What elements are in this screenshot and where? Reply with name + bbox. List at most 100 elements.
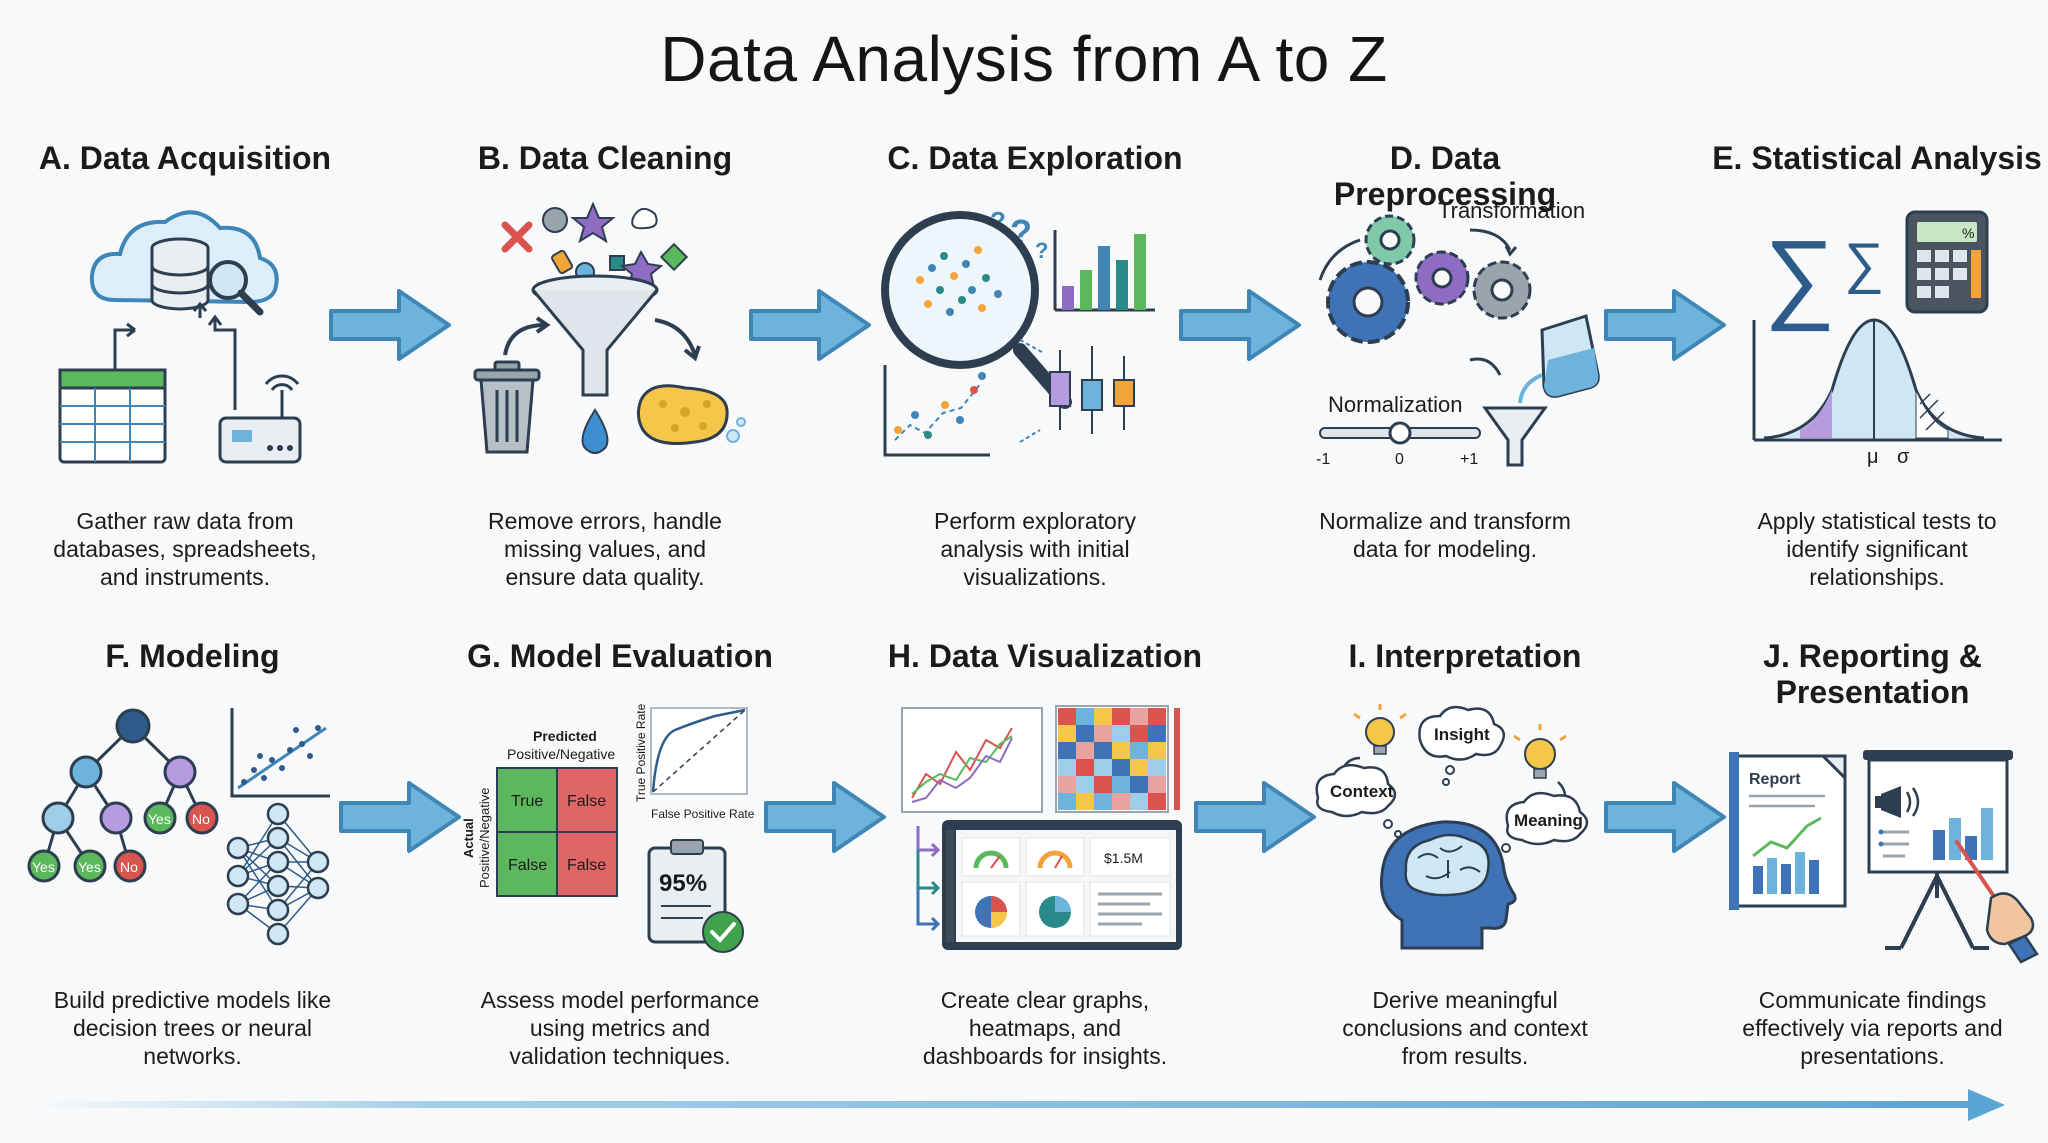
dashboard-panel: $1.5M <box>942 820 1182 950</box>
sigma-label: σ <box>1897 446 1910 468</box>
dashboard-value: $1.5M <box>1104 850 1143 866</box>
predicted-classes-label: Positive/Negative <box>507 746 615 762</box>
flow-arrow-icon <box>749 289 871 361</box>
step-model-evaluation: G. Model Evaluation Predicted Positive/N… <box>455 638 785 1078</box>
flow-arrow-icon <box>339 781 461 853</box>
predicted-label: Predicted <box>533 728 597 744</box>
thought-cloud-context: Context <box>1315 763 1397 818</box>
step-title: D. Data Preprocessing <box>1333 140 1557 212</box>
step-data-visualization: H. Data Visualization <box>880 638 1210 1078</box>
context-label: Context <box>1330 782 1394 801</box>
step-description: Derive meaningful conclusions and contex… <box>1342 987 1588 1069</box>
step-description: Normalize and transform data for modelin… <box>1319 508 1571 562</box>
step-data-cleaning: B. Data Cleaning <box>445 140 765 600</box>
step-statistical-analysis: E. Statistical Analysis ∑ ∑ % μ σ Apply … <box>1712 140 2042 600</box>
step-description: Assess model performance using metrics a… <box>480 987 760 1069</box>
calculator-icon: % <box>1905 210 1989 314</box>
error-x-icon <box>501 221 533 253</box>
box-plot-icon <box>1049 346 1135 434</box>
insight-label: Insight <box>1434 725 1490 744</box>
step-description: Apply statistical tests to identify sign… <box>1757 508 1997 590</box>
step-title: I. Interpretation <box>1348 638 1582 674</box>
funnel-icon <box>1482 406 1548 467</box>
mu-label: μ <box>1867 446 1879 468</box>
roc-x-label: False Positive Rate <box>651 807 755 821</box>
step-title: E. Statistical Analysis <box>1712 140 2042 176</box>
roc-curve-chart: True Positive Rate False Positive Rate <box>634 703 755 821</box>
gear-icon <box>1364 214 1416 266</box>
tree-no-label: No <box>120 859 138 875</box>
flow-arrow-icon <box>764 781 886 853</box>
spreadsheet-icon <box>58 368 167 464</box>
normalization-label: Normalization <box>1328 392 1463 417</box>
meaning-label: Meaning <box>1514 811 1583 830</box>
timeline-arrow-icon <box>40 1089 2005 1121</box>
step-description: Create clear graphs, heatmaps, and dashb… <box>922 987 1168 1069</box>
magnifier-icon <box>881 211 1072 409</box>
cell-true-label: True <box>511 793 543 810</box>
cell-false-label: False <box>567 793 606 810</box>
report-title: Report <box>1749 771 1801 788</box>
score-label: 95% <box>659 870 707 897</box>
actual-classes-label: Positive/Negative <box>477 788 492 888</box>
line-chart-panel <box>901 707 1043 813</box>
statistical-analysis-illustration: ∑ ∑ % μ σ <box>1752 210 2002 468</box>
database-icon <box>150 237 210 311</box>
step-data-exploration: C. Data Exploration ? ? ? <box>870 140 1200 600</box>
sum-symbol-small: ∑ <box>1844 231 1884 294</box>
step-description: Gather raw data from databases, spreadsh… <box>53 508 317 590</box>
thought-cloud-meaning: Meaning <box>1505 791 1589 846</box>
lightbulb-icon <box>1353 704 1407 755</box>
neural-network-icon <box>226 802 330 946</box>
water-drop-icon <box>581 408 609 454</box>
trash-can-icon <box>473 360 541 454</box>
slider-max-label: +1 <box>1460 451 1478 468</box>
data-preprocessing-illustration: Transformation Normalization -1 0 +1 <box>1316 198 1600 468</box>
slider-mid-label: 0 <box>1395 451 1404 468</box>
heatmap-panel <box>1055 705 1180 813</box>
magnifier-icon <box>208 260 264 316</box>
normal-distribution-chart: μ σ <box>1752 318 2002 468</box>
funnel-icon <box>531 274 659 397</box>
step-description: Build predictive models like decision tr… <box>53 987 332 1069</box>
step-description: Remove errors, handle missing values, an… <box>488 508 722 590</box>
model-evaluation-illustration: Predicted Positive/Negative Actual Posit… <box>461 703 755 953</box>
tree-yes-label: Yes <box>78 859 101 875</box>
calculator-percent: % <box>1962 225 1974 241</box>
router-icon <box>218 374 302 464</box>
decision-tree-icon: Yes No Yes Yes No <box>27 708 219 883</box>
gear-icon <box>1472 260 1532 320</box>
report-document-icon: Report <box>1729 752 1847 910</box>
pointing-hand-icon <box>1955 840 2039 964</box>
clipboard-score-icon: 95% <box>647 839 744 953</box>
normalization-slider: -1 0 +1 <box>1316 421 1481 468</box>
slider-min-label: -1 <box>1316 451 1330 468</box>
presentation-board-icon <box>1863 750 2013 950</box>
tree-yes-label: Yes <box>32 859 55 875</box>
flow-arrow-icon <box>1604 781 1726 853</box>
actual-label: Actual <box>461 818 476 858</box>
tree-no-label: No <box>192 811 210 827</box>
regression-plot-icon <box>230 708 330 798</box>
flow-arrow-icon <box>1604 289 1726 361</box>
data-cleaning-illustration <box>473 201 746 454</box>
step-title: C. Data Exploration <box>887 140 1183 176</box>
bar-chart-icon <box>1053 230 1155 312</box>
reporting-presentation-illustration: Report <box>1729 750 2039 964</box>
transformation-label: Transformation <box>1438 198 1585 223</box>
data-acquisition-illustration <box>58 210 302 464</box>
flow-arrow-icon <box>329 289 451 361</box>
step-title: J. Reporting & Presentation <box>1763 638 1982 710</box>
cell-false-label: False <box>567 857 606 874</box>
step-title: A. Data Acquisition <box>38 140 332 176</box>
flow-arrow-icon <box>1194 781 1316 853</box>
gear-icon <box>1326 260 1410 344</box>
thought-cloud-insight: Insight <box>1418 705 1506 761</box>
confusion-matrix: Predicted Positive/Negative Actual Posit… <box>461 728 618 897</box>
megaphone-icon <box>1875 786 1920 818</box>
step-title: F. Modeling <box>105 638 280 674</box>
step-data-acquisition: A. Data Acquisition <box>20 140 350 600</box>
step-title: B. Data Cleaning <box>477 140 733 176</box>
tree-yes-label: Yes <box>148 811 171 827</box>
roc-y-label: True Positive Rate <box>634 703 648 802</box>
